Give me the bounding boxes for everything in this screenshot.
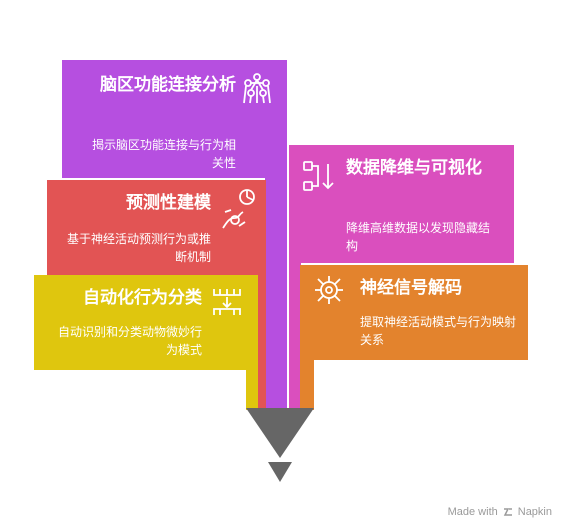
card-description: 基于神经活动预测行为或推断机制: [67, 232, 212, 264]
funnel-tip: [246, 408, 314, 482]
card-description: 提取神经活动模式与行为映射关系: [360, 315, 517, 347]
napkin-watermark[interactable]: Made with Napkin: [448, 506, 552, 518]
card-neural-decoding: 神经信号解码 提取神经活动模式与行为映射关系: [300, 265, 528, 360]
watermark-prefix: Made with: [447, 506, 498, 518]
card-dimensionality-reduction: 数据降维与可视化 降维高维数据以发现隐藏结构: [289, 145, 514, 263]
card-description: 揭示脑区功能连接与行为相关性: [91, 138, 236, 170]
flow-diagram-icon: [301, 159, 335, 193]
prediction-graph-icon: [219, 188, 257, 232]
neuron-icon: [312, 273, 346, 307]
card-description: 降维高维数据以发现隐藏结构: [346, 221, 491, 253]
card-title: 自动化行为分类: [83, 288, 202, 308]
card-predictive-modeling: 预测性建模 基于神经活动预测行为或推断机制: [47, 180, 266, 275]
card-description: 自动识别和分类动物微妙行为模式: [57, 325, 202, 357]
card-behavior-classification: 自动化行为分类 自动识别和分类动物微妙行为模式: [34, 275, 258, 370]
card-title: 数据降维与可视化: [346, 158, 482, 178]
red-strip: [256, 180, 266, 410]
brain-network-icon: [240, 72, 274, 106]
napkin-logo-icon: [503, 508, 512, 516]
sorting-icon: [210, 285, 244, 319]
card-title: 神经信号解码: [360, 278, 462, 298]
card-title: 预测性建模: [126, 193, 211, 213]
watermark-brand: Napkin: [517, 506, 552, 518]
card-brain-connectivity: 脑区功能连接分析 揭示脑区功能连接与行为相关性: [62, 60, 287, 178]
card-title: 脑区功能连接分析: [100, 75, 236, 95]
